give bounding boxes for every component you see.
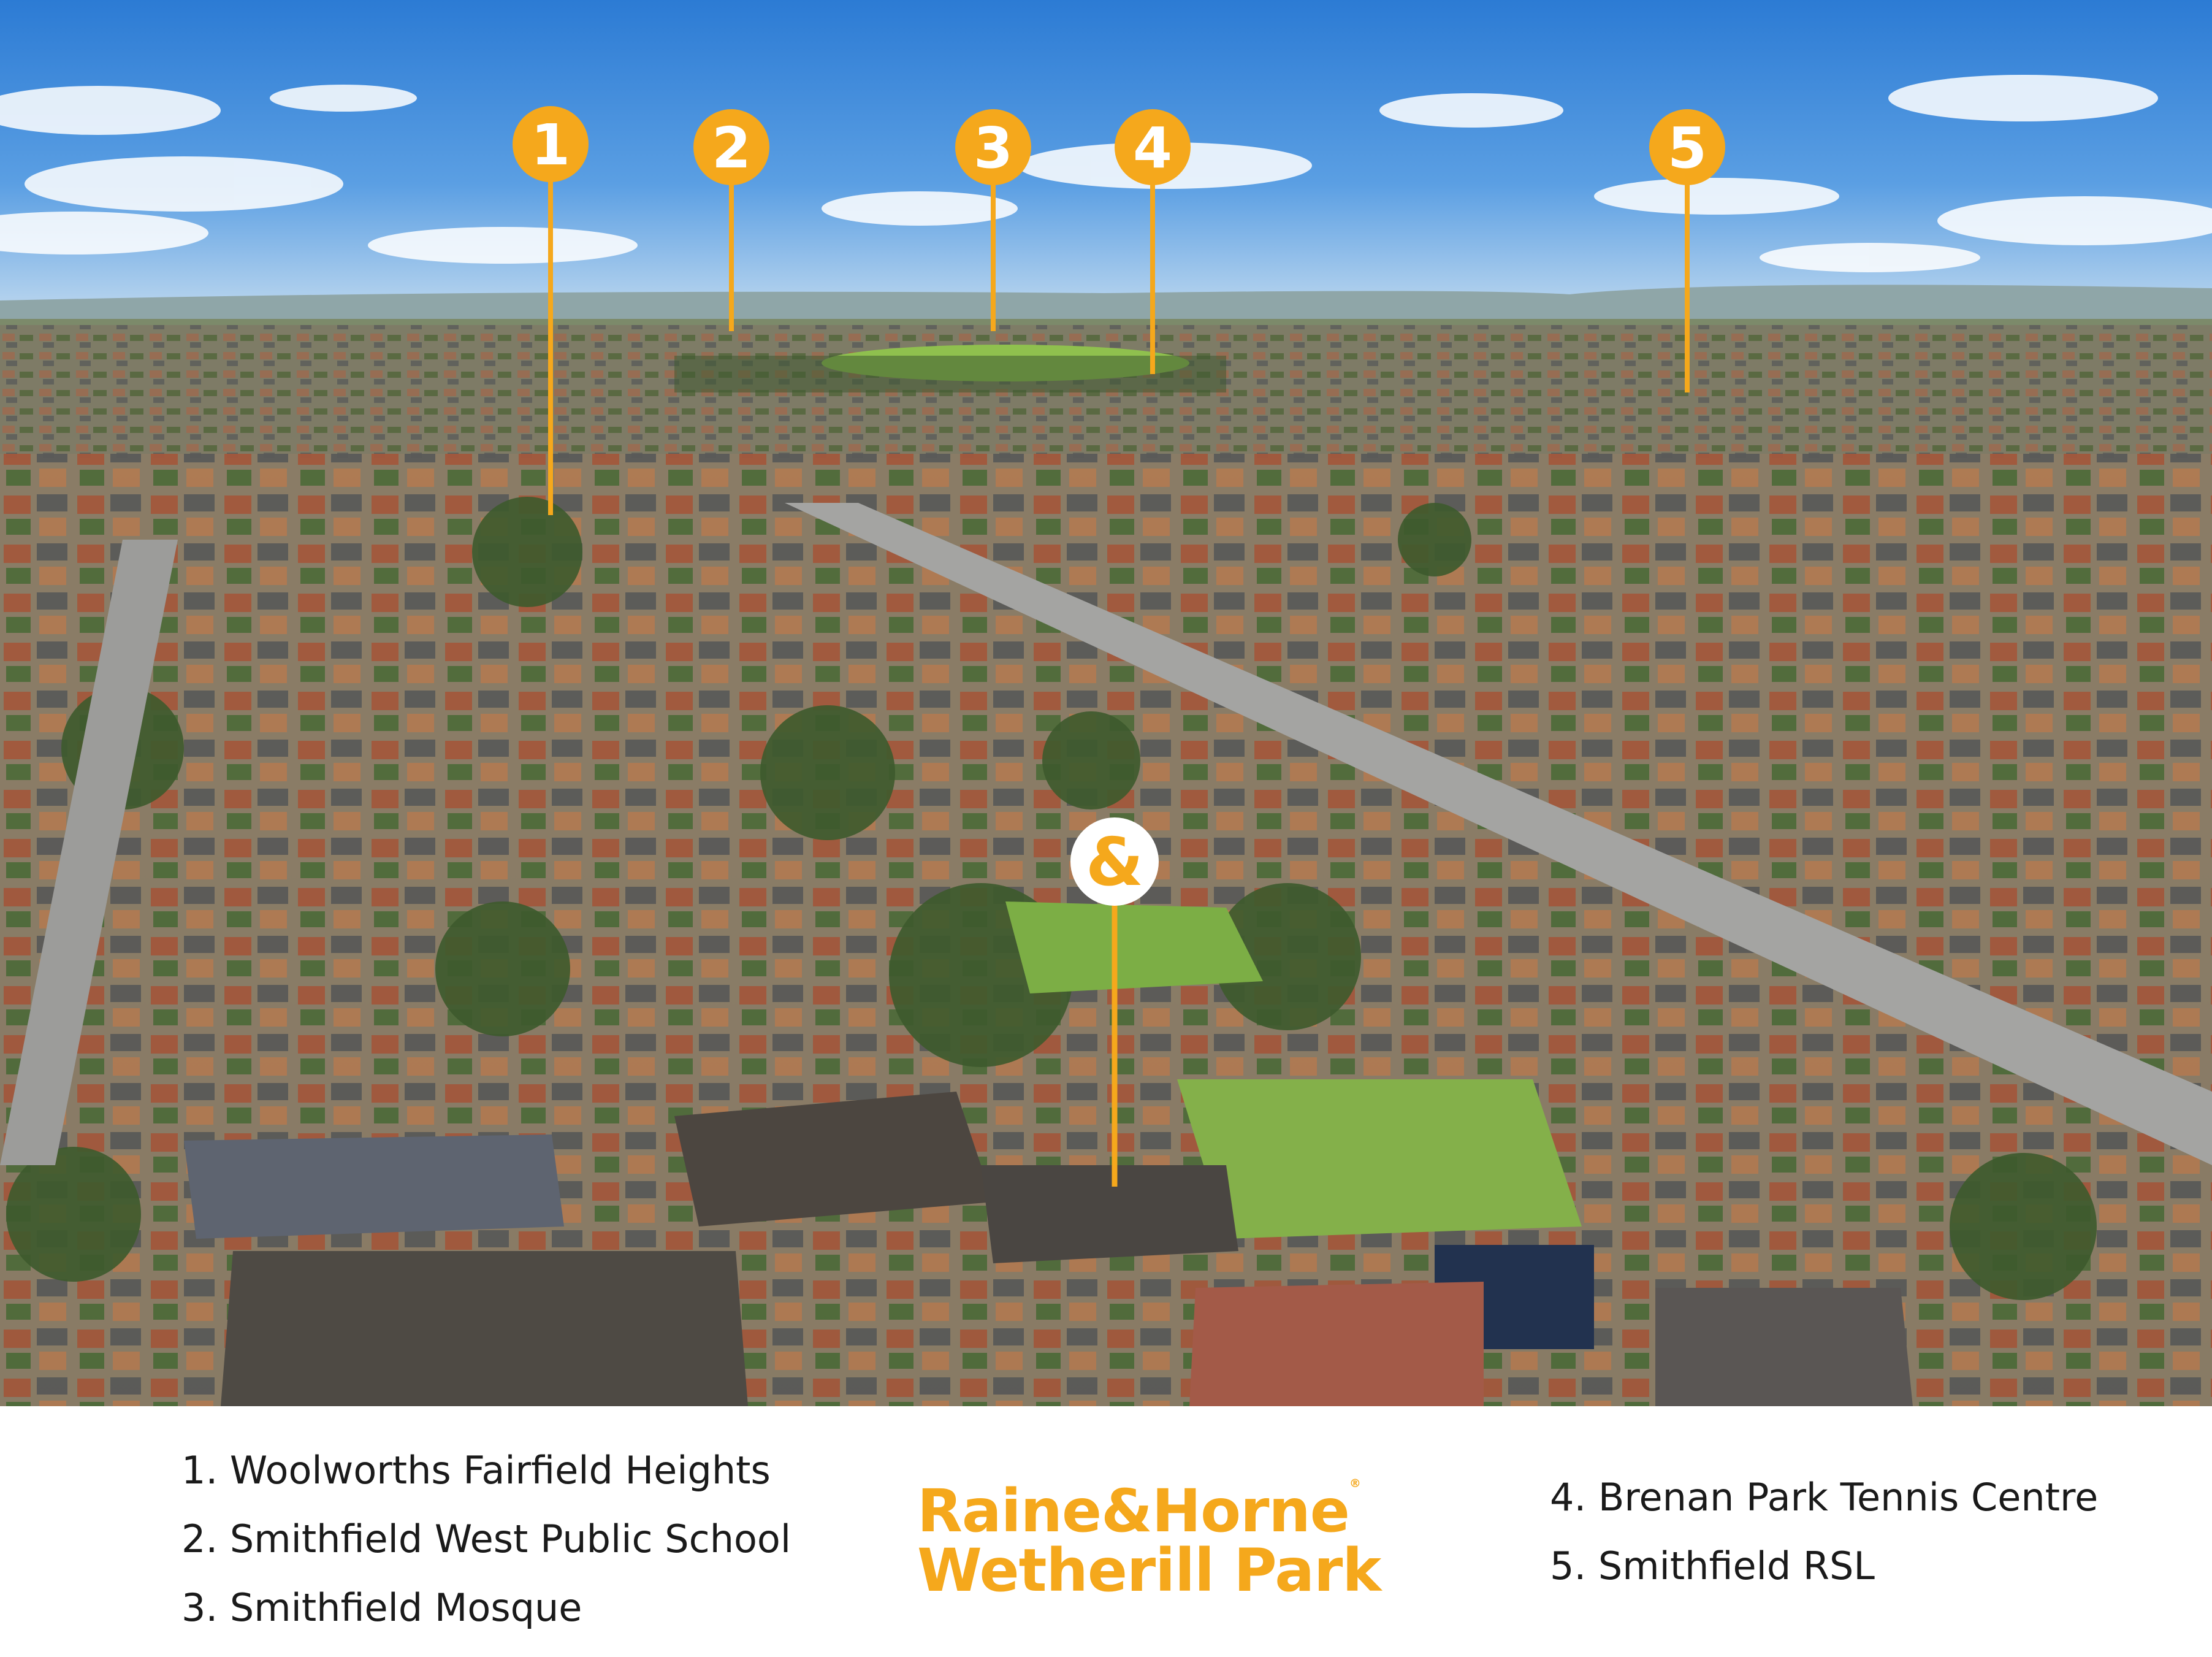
legend-panel: 1. Woolworths Fairfield Heights 2. Smith… [0, 1406, 2212, 1657]
grass-lot [1005, 901, 1263, 993]
property-marker: & [1070, 817, 1159, 1187]
marker-3: 3 [955, 109, 1031, 331]
legend-item-3: 3. Smithfield Mosque [181, 1585, 582, 1630]
aerial-photo: 1 2 3 4 5 & [0, 0, 2212, 1406]
marker-3-label: 3 [974, 115, 1013, 181]
fg-roof-2 [981, 1165, 1238, 1263]
marker-4-label: 4 [1133, 115, 1172, 181]
brand-line-1-text: Raine&Horne [917, 1477, 1350, 1545]
brand-line-1: Raine&Horne® [917, 1477, 1361, 1545]
fg-roof-6 [1655, 1288, 1913, 1406]
marker-2-label: 2 [712, 115, 751, 181]
brand-registered-mark: ® [1349, 1477, 1361, 1490]
road-diagonal [785, 503, 2212, 1165]
brand-line-2: Wetherill Park [917, 1536, 1381, 1605]
marker-4: 4 [1115, 109, 1191, 374]
clouds [0, 75, 2212, 272]
marker-5-label: 5 [1668, 115, 1707, 181]
marker-1-pin [513, 106, 589, 182]
legend-item-5: 5. Smithfield RSL [1550, 1544, 1875, 1588]
marker-2: 2 [693, 109, 769, 331]
road-left [0, 540, 178, 1165]
marker-1-label: 1 [531, 112, 570, 178]
property-marker-pin [1070, 817, 1159, 906]
marker-1: 1 [513, 106, 589, 515]
marker-3-pin [955, 109, 1031, 185]
fg-roof-1 [674, 1092, 993, 1226]
fg-roof-4 [184, 1135, 564, 1239]
fg-roof-5 [221, 1251, 748, 1406]
marker-5-pin [1649, 109, 1725, 185]
legend-item-1: 1. Woolworths Fairfield Heights [181, 1448, 771, 1493]
legend-item-4: 4. Brenan Park Tennis Centre [1550, 1475, 2099, 1520]
fg-roof-3 [1189, 1282, 1484, 1406]
marker-5: 5 [1649, 109, 1725, 392]
property-marker-label: & [1086, 824, 1143, 901]
marker-2-pin [693, 109, 769, 185]
legend-item-2: 2. Smithfield West Public School [181, 1517, 791, 1561]
marker-4-pin [1115, 109, 1191, 185]
backyard-lawn [1177, 1079, 1582, 1239]
